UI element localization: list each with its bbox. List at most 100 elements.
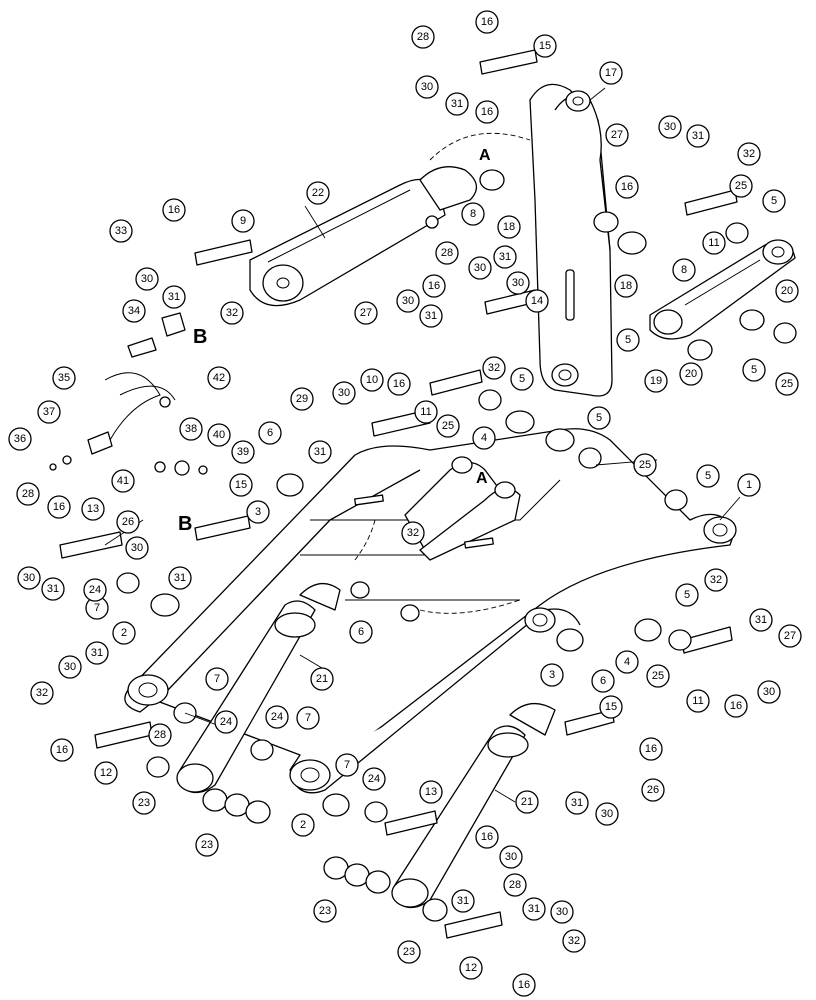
svg-text:30: 30	[763, 686, 775, 698]
svg-text:26: 26	[122, 516, 134, 528]
svg-text:5: 5	[705, 470, 711, 482]
callout-20: 20	[679, 362, 703, 386]
cylinder-22	[249, 132, 531, 307]
callout-30: 30	[332, 381, 356, 405]
callout-31: 31	[749, 608, 773, 632]
callout-30: 30	[58, 655, 82, 679]
svg-text:23: 23	[403, 946, 415, 958]
callout-25: 25	[633, 453, 657, 477]
callout-3: 3	[540, 663, 564, 687]
ref-letter-b-upper: B	[193, 326, 207, 348]
svg-text:25: 25	[781, 378, 793, 390]
svg-text:22: 22	[312, 187, 324, 199]
callout-31: 31	[686, 124, 710, 148]
svg-text:17: 17	[605, 67, 617, 79]
callout-25: 25	[436, 414, 460, 438]
svg-text:31: 31	[174, 572, 186, 584]
callout-28: 28	[16, 482, 40, 506]
callout-31: 31	[522, 897, 546, 921]
callout-13: 13	[419, 780, 443, 804]
callout-7: 7	[335, 753, 359, 777]
callout-40: 40	[207, 423, 231, 447]
callout-4: 4	[615, 650, 639, 674]
svg-text:19: 19	[650, 375, 662, 387]
svg-text:30: 30	[141, 273, 153, 285]
svg-text:33: 33	[115, 225, 127, 237]
callout-4: 4	[472, 426, 496, 450]
svg-text:31: 31	[755, 614, 767, 626]
callout-37: 37	[37, 400, 61, 424]
svg-text:11: 11	[708, 237, 719, 249]
svg-text:32: 32	[407, 527, 419, 539]
callout-9: 9	[231, 209, 255, 233]
callout-16: 16	[422, 274, 446, 298]
svg-text:24: 24	[271, 711, 283, 723]
svg-text:25: 25	[735, 180, 747, 192]
svg-text:32: 32	[743, 148, 755, 160]
svg-text:16: 16	[730, 700, 742, 712]
svg-text:31: 31	[571, 797, 583, 809]
svg-text:13: 13	[425, 786, 437, 798]
callout-5: 5	[762, 189, 786, 213]
callout-25: 25	[729, 174, 753, 198]
callout-15: 15	[229, 473, 253, 497]
svg-text:7: 7	[305, 712, 311, 724]
callout-2: 2	[112, 621, 136, 645]
callout-33: 33	[109, 219, 133, 243]
svg-text:25: 25	[442, 420, 454, 432]
svg-text:31: 31	[692, 130, 704, 142]
callout-30: 30	[550, 900, 574, 924]
callout-32: 32	[482, 356, 506, 380]
svg-text:31: 31	[528, 903, 540, 915]
callout-31: 31	[168, 566, 192, 590]
svg-text:12: 12	[465, 962, 477, 974]
callout-13: 13	[81, 497, 105, 521]
callout-16: 16	[387, 372, 411, 396]
svg-text:21: 21	[316, 673, 328, 685]
callout-23: 23	[132, 791, 156, 815]
svg-text:28: 28	[441, 247, 453, 259]
callout-32: 32	[401, 521, 425, 545]
link-19	[649, 239, 796, 340]
callout-30: 30	[506, 271, 530, 295]
svg-text:24: 24	[89, 584, 101, 596]
callout-21: 21	[515, 790, 539, 814]
callout-1: 1	[737, 473, 761, 497]
callout-27: 27	[354, 301, 378, 325]
callout-25: 25	[775, 372, 799, 396]
svg-text:38: 38	[185, 423, 197, 435]
svg-text:4: 4	[624, 656, 630, 668]
callout-31: 31	[493, 245, 517, 269]
svg-text:6: 6	[267, 427, 273, 439]
svg-text:24: 24	[220, 716, 232, 728]
svg-text:41: 41	[117, 475, 129, 487]
svg-text:7: 7	[94, 602, 100, 614]
callout-23: 23	[397, 940, 421, 964]
svg-text:15: 15	[605, 701, 617, 713]
callout-16: 16	[615, 175, 639, 199]
callout-8: 8	[461, 202, 485, 226]
callout-16: 16	[475, 100, 499, 124]
bushings-washers	[116, 169, 797, 922]
svg-text:16: 16	[428, 280, 440, 292]
svg-text:28: 28	[154, 729, 166, 741]
callout-20: 20	[775, 279, 799, 303]
svg-text:5: 5	[771, 195, 777, 207]
svg-text:18: 18	[620, 280, 632, 292]
svg-text:16: 16	[481, 831, 493, 843]
callout-16: 16	[512, 973, 536, 997]
svg-text:16: 16	[645, 743, 657, 755]
svg-text:7: 7	[344, 759, 350, 771]
callout-16: 16	[162, 198, 186, 222]
callout-34: 34	[122, 299, 146, 323]
svg-text:18: 18	[503, 221, 515, 233]
svg-text:16: 16	[56, 744, 68, 756]
svg-text:30: 30	[402, 295, 414, 307]
svg-text:16: 16	[168, 204, 180, 216]
callout-10: 10	[360, 368, 384, 392]
callout-5: 5	[742, 358, 766, 382]
callout-38: 38	[179, 417, 203, 441]
svg-text:35: 35	[58, 372, 70, 384]
callout-16: 16	[475, 825, 499, 849]
callout-32: 32	[220, 301, 244, 325]
